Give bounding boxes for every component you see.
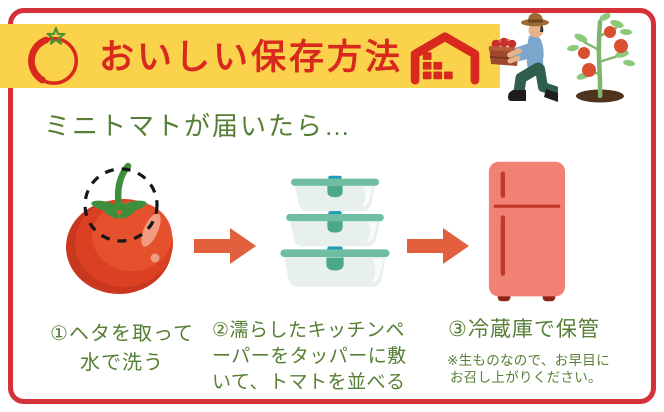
step2-caption-line1: ②濡らしたキッチンペ [212, 320, 406, 341]
step1-caption-line1: ①ヘタを取って [50, 323, 194, 345]
tomato-plant-illustration [567, 13, 635, 103]
tomato-with-dashed-circle-illustration [66, 162, 173, 294]
stacked-containers-illustration [280, 175, 390, 287]
red-rounded-border [8, 8, 656, 404]
step2-caption-line2: ーパーをタッパーに敷 [212, 346, 407, 367]
note-line2: お召し上がりください。 [450, 370, 602, 385]
tomato-outline-logo-icon [28, 27, 78, 85]
step3-caption-line1: ③冷蔵庫で保管 [448, 318, 600, 341]
warehouse-icon [410, 32, 480, 85]
step2-caption: ②濡らしたキッチンペ ーパーをタッパーに敷 いて、トマトを並べる [212, 318, 446, 396]
refrigerator-illustration [488, 161, 566, 302]
freshness-note: ※生ものなので、お早目に お召し上がりください。 [447, 352, 652, 386]
step1-caption-line2: 水で洗う [80, 352, 164, 374]
step1-caption: ①ヘタを取って 水で洗う [18, 320, 226, 378]
intro-subtitle: ミニトマトが届いたら… [44, 111, 353, 141]
step3-caption: ③冷蔵庫で保管 [448, 318, 648, 342]
step2-caption-line3: いて、トマトを並べる [212, 372, 406, 393]
arrow-right-icon [407, 228, 469, 264]
note-line1: ※生ものなので、お早目に [447, 353, 610, 368]
page-title: おいしい保存方法 [99, 38, 404, 77]
farmer-with-crate-illustration [488, 13, 558, 102]
arrow-right-icon [194, 228, 256, 264]
